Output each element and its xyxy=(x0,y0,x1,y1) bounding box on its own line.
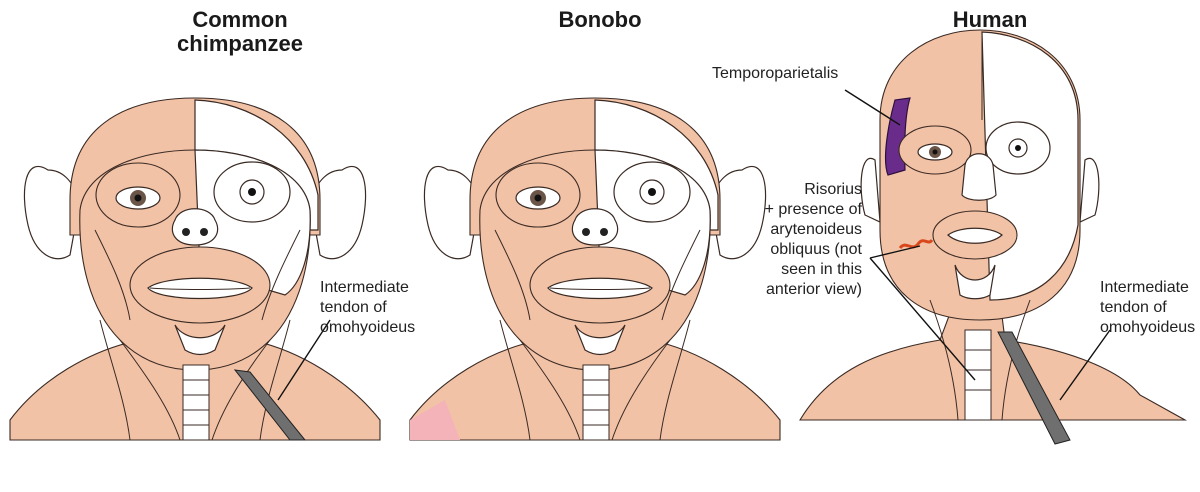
chimp-tendon-label: Intermediate tendon of omohyoideus xyxy=(320,278,415,338)
human-tendon-label: Intermediate tendon of omohyoideus xyxy=(1100,278,1195,338)
label-line: arytenoideus xyxy=(722,220,862,240)
label-line: obliquus (not xyxy=(722,240,862,260)
label-line: Risorius xyxy=(722,180,862,200)
label-line: tendon of xyxy=(1100,298,1195,318)
risorius-label: Risorius + presence of arytenoideus obli… xyxy=(722,180,862,300)
chimpanzee-head-illustration xyxy=(10,98,380,440)
temporoparietalis-label: Temporoparietalis xyxy=(712,64,838,84)
label-line: + presence of xyxy=(722,200,862,220)
label-line: Intermediate xyxy=(1100,278,1195,298)
label-line: tendon of xyxy=(320,298,415,318)
label-line: anterior view) xyxy=(722,280,862,300)
label-line: Intermediate xyxy=(320,278,415,298)
label-line: omohyoideus xyxy=(320,318,415,338)
label-line: seen in this xyxy=(722,260,862,280)
label-line: omohyoideus xyxy=(1100,318,1195,338)
